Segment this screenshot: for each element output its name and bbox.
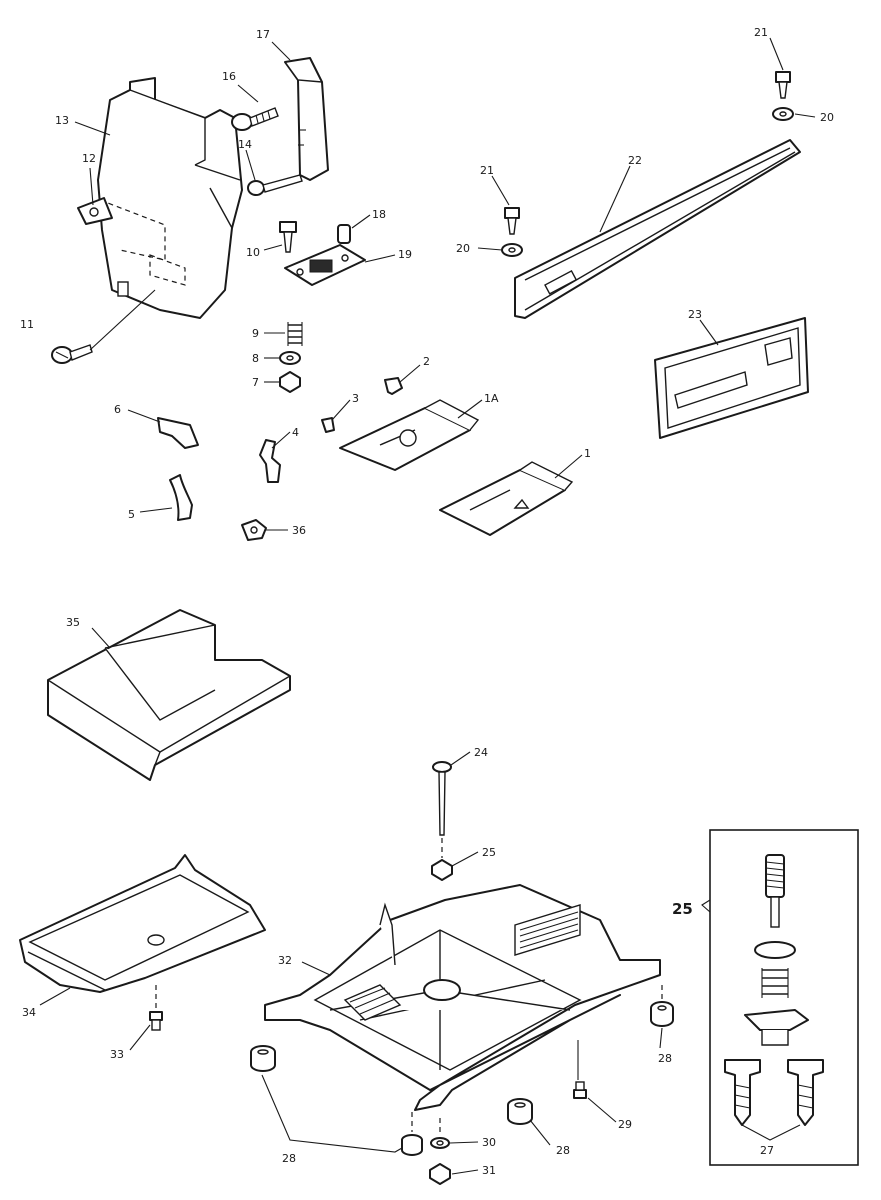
rail-22: [514, 139, 801, 319]
callout-21-upper: 21: [754, 26, 768, 39]
callout-36: 36: [292, 524, 306, 537]
screw-11: [51, 344, 93, 364]
foot-28-center: [507, 1098, 533, 1125]
lever-4: [259, 439, 281, 483]
callout-5: 5: [128, 508, 135, 521]
thread-guide-12: [77, 197, 113, 225]
foot-1: [439, 461, 574, 536]
clip-2: [384, 377, 403, 395]
screw-33: [149, 1011, 163, 1031]
callout-7: 7: [252, 376, 259, 389]
callout-20-upper: 20: [820, 111, 834, 124]
callout-28-center: 28: [556, 1144, 570, 1157]
callout-19: 19: [398, 248, 412, 261]
callout-32: 32: [278, 954, 292, 967]
box-bracket: [701, 899, 711, 913]
foot-28-left: [250, 1045, 276, 1072]
screw-21-lower: [504, 207, 520, 235]
scale-plate-23: [654, 317, 809, 439]
nut-25: [431, 859, 453, 881]
callout-34: 34: [22, 1006, 36, 1019]
callout-13: 13: [55, 114, 69, 127]
plate-19: [284, 244, 366, 286]
callout-33: 33: [110, 1048, 124, 1061]
callout-35: 35: [66, 616, 80, 629]
wing-nut-25: [744, 1009, 809, 1046]
pin-18: [337, 224, 351, 244]
callout-1a: 1A: [484, 392, 499, 405]
screw-10: [279, 221, 297, 253]
foot-28-right: [650, 1001, 674, 1027]
callout-14: 14: [238, 138, 252, 151]
part-6: [157, 417, 199, 449]
nut-31: [429, 1163, 451, 1185]
callout-labels: 13 12 11 16 17 14 10 18 19 9 8 7 6 5 4 3…: [20, 26, 834, 1177]
callout-24: 24: [474, 746, 488, 759]
callout-28-right: 28: [658, 1052, 672, 1065]
screw-21-upper: [775, 71, 791, 99]
bolt-25: [765, 854, 785, 928]
cap-17: [284, 57, 329, 181]
spring-25: [761, 968, 789, 998]
tray-34: [19, 854, 266, 993]
callout-31: 31: [482, 1164, 496, 1177]
callout-2: 2: [423, 355, 430, 368]
assembly-box: [709, 829, 859, 1166]
callout-27: 27: [760, 1144, 774, 1157]
callout-1: 1: [584, 447, 591, 460]
screw-29: [573, 1081, 587, 1099]
callout-17: 17: [256, 28, 270, 41]
callout-23: 23: [688, 308, 702, 321]
callout-4: 4: [292, 426, 299, 439]
callout-25-box: 25: [672, 900, 693, 918]
screw-14: [247, 174, 303, 196]
screw-16: [231, 107, 279, 131]
accessory-case-35: [47, 609, 291, 781]
callout-18: 18: [372, 208, 386, 221]
callout-12: 12: [82, 152, 96, 165]
clip-3: [321, 417, 335, 433]
callout-25-upper: 25: [482, 846, 496, 859]
callout-10: 10: [246, 246, 260, 259]
base-plate-32: [264, 884, 661, 1111]
callout-8: 8: [252, 352, 259, 365]
part-5: [169, 474, 193, 521]
callout-22: 22: [628, 154, 642, 167]
face-cover-13: [97, 77, 243, 319]
screw-24: [432, 761, 452, 836]
foot-28-lower: [401, 1134, 423, 1156]
callout-28-left: 28: [282, 1152, 296, 1165]
callout-30: 30: [482, 1136, 496, 1149]
callout-9: 9: [252, 327, 259, 340]
callout-20-lower: 20: [456, 242, 470, 255]
callout-6: 6: [114, 403, 121, 416]
callout-11: 11: [20, 318, 34, 331]
washer-25: [754, 941, 796, 959]
spring-9: [287, 322, 303, 346]
callout-29: 29: [618, 1118, 632, 1131]
foot-1a: [339, 399, 480, 471]
callout-21-lower: 21: [480, 164, 494, 177]
plug-27-right: [787, 1059, 824, 1126]
callout-3: 3: [352, 392, 359, 405]
leader-lines: [39, 37, 816, 1175]
nut-7: [279, 371, 301, 393]
plug-27-left: [724, 1059, 761, 1126]
callout-16: 16: [222, 70, 236, 83]
